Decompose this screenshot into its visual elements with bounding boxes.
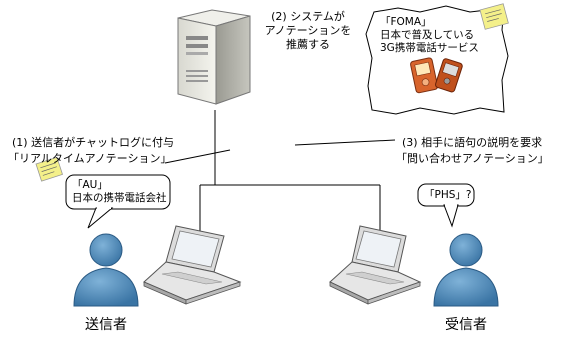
sender-bubble — [65, 174, 171, 229]
server-bubble-text: 「FOMA」 日本で普及している 3G携帯電話サービス — [380, 16, 479, 55]
server-icon — [177, 9, 251, 105]
receiver-step-text: (3) 相手に語句の説明を要求 「問い合わせアノテーション」 — [396, 136, 549, 166]
network-lines — [199, 110, 381, 235]
system-step-text: (2) システムが アノテーションを 推薦する — [264, 10, 352, 52]
server-bubble — [365, 5, 509, 115]
bubble-term: 「AU」 — [72, 179, 108, 191]
bubble-term: 「PHS」? — [424, 189, 472, 201]
system-step-line: (2) システムが — [271, 10, 345, 23]
sticky-note-icon — [35, 156, 63, 182]
bubble-description: 日本で普及している — [380, 29, 475, 41]
callout-pointers — [164, 139, 396, 164]
system-step-line: アノテーションを — [264, 24, 352, 37]
system-step-line: 推薦する — [286, 38, 330, 51]
sender-laptop-icon — [143, 225, 242, 305]
mobile-phones-icon — [410, 57, 463, 94]
sender-bubble-text: 「AU」 日本の携帯電話会社 — [72, 179, 167, 205]
bubble-term: 「FOMA」 — [380, 16, 432, 28]
receiver-bubble-text: 「PHS」? — [424, 189, 471, 202]
sender-person-icon — [73, 233, 139, 307]
sender-label: 送信者 — [85, 317, 127, 333]
receiver-laptop-icon — [329, 225, 422, 305]
receiver-label: 受信者 — [445, 317, 487, 333]
bubble-description: 日本の携帯電話会社 — [72, 192, 167, 204]
sender-step-line: (1) 送信者がチャットログに付与 — [12, 136, 174, 149]
sticky-note-icon — [479, 3, 509, 30]
receiver-person-icon — [433, 233, 499, 307]
receiver-step-line: 「問い合わせアノテーション」 — [396, 152, 549, 165]
sender-step-text: (1) 送信者がチャットログに付与 「リアルタイムアノテーション」 — [8, 136, 174, 166]
bubble-description: 3G携帯電話サービス — [380, 42, 479, 54]
sender-step-line: 「リアルタイムアノテーション」 — [8, 152, 172, 165]
receiver-bubble — [417, 183, 475, 228]
receiver-step-line: (3) 相手に語句の説明を要求 — [402, 136, 543, 149]
